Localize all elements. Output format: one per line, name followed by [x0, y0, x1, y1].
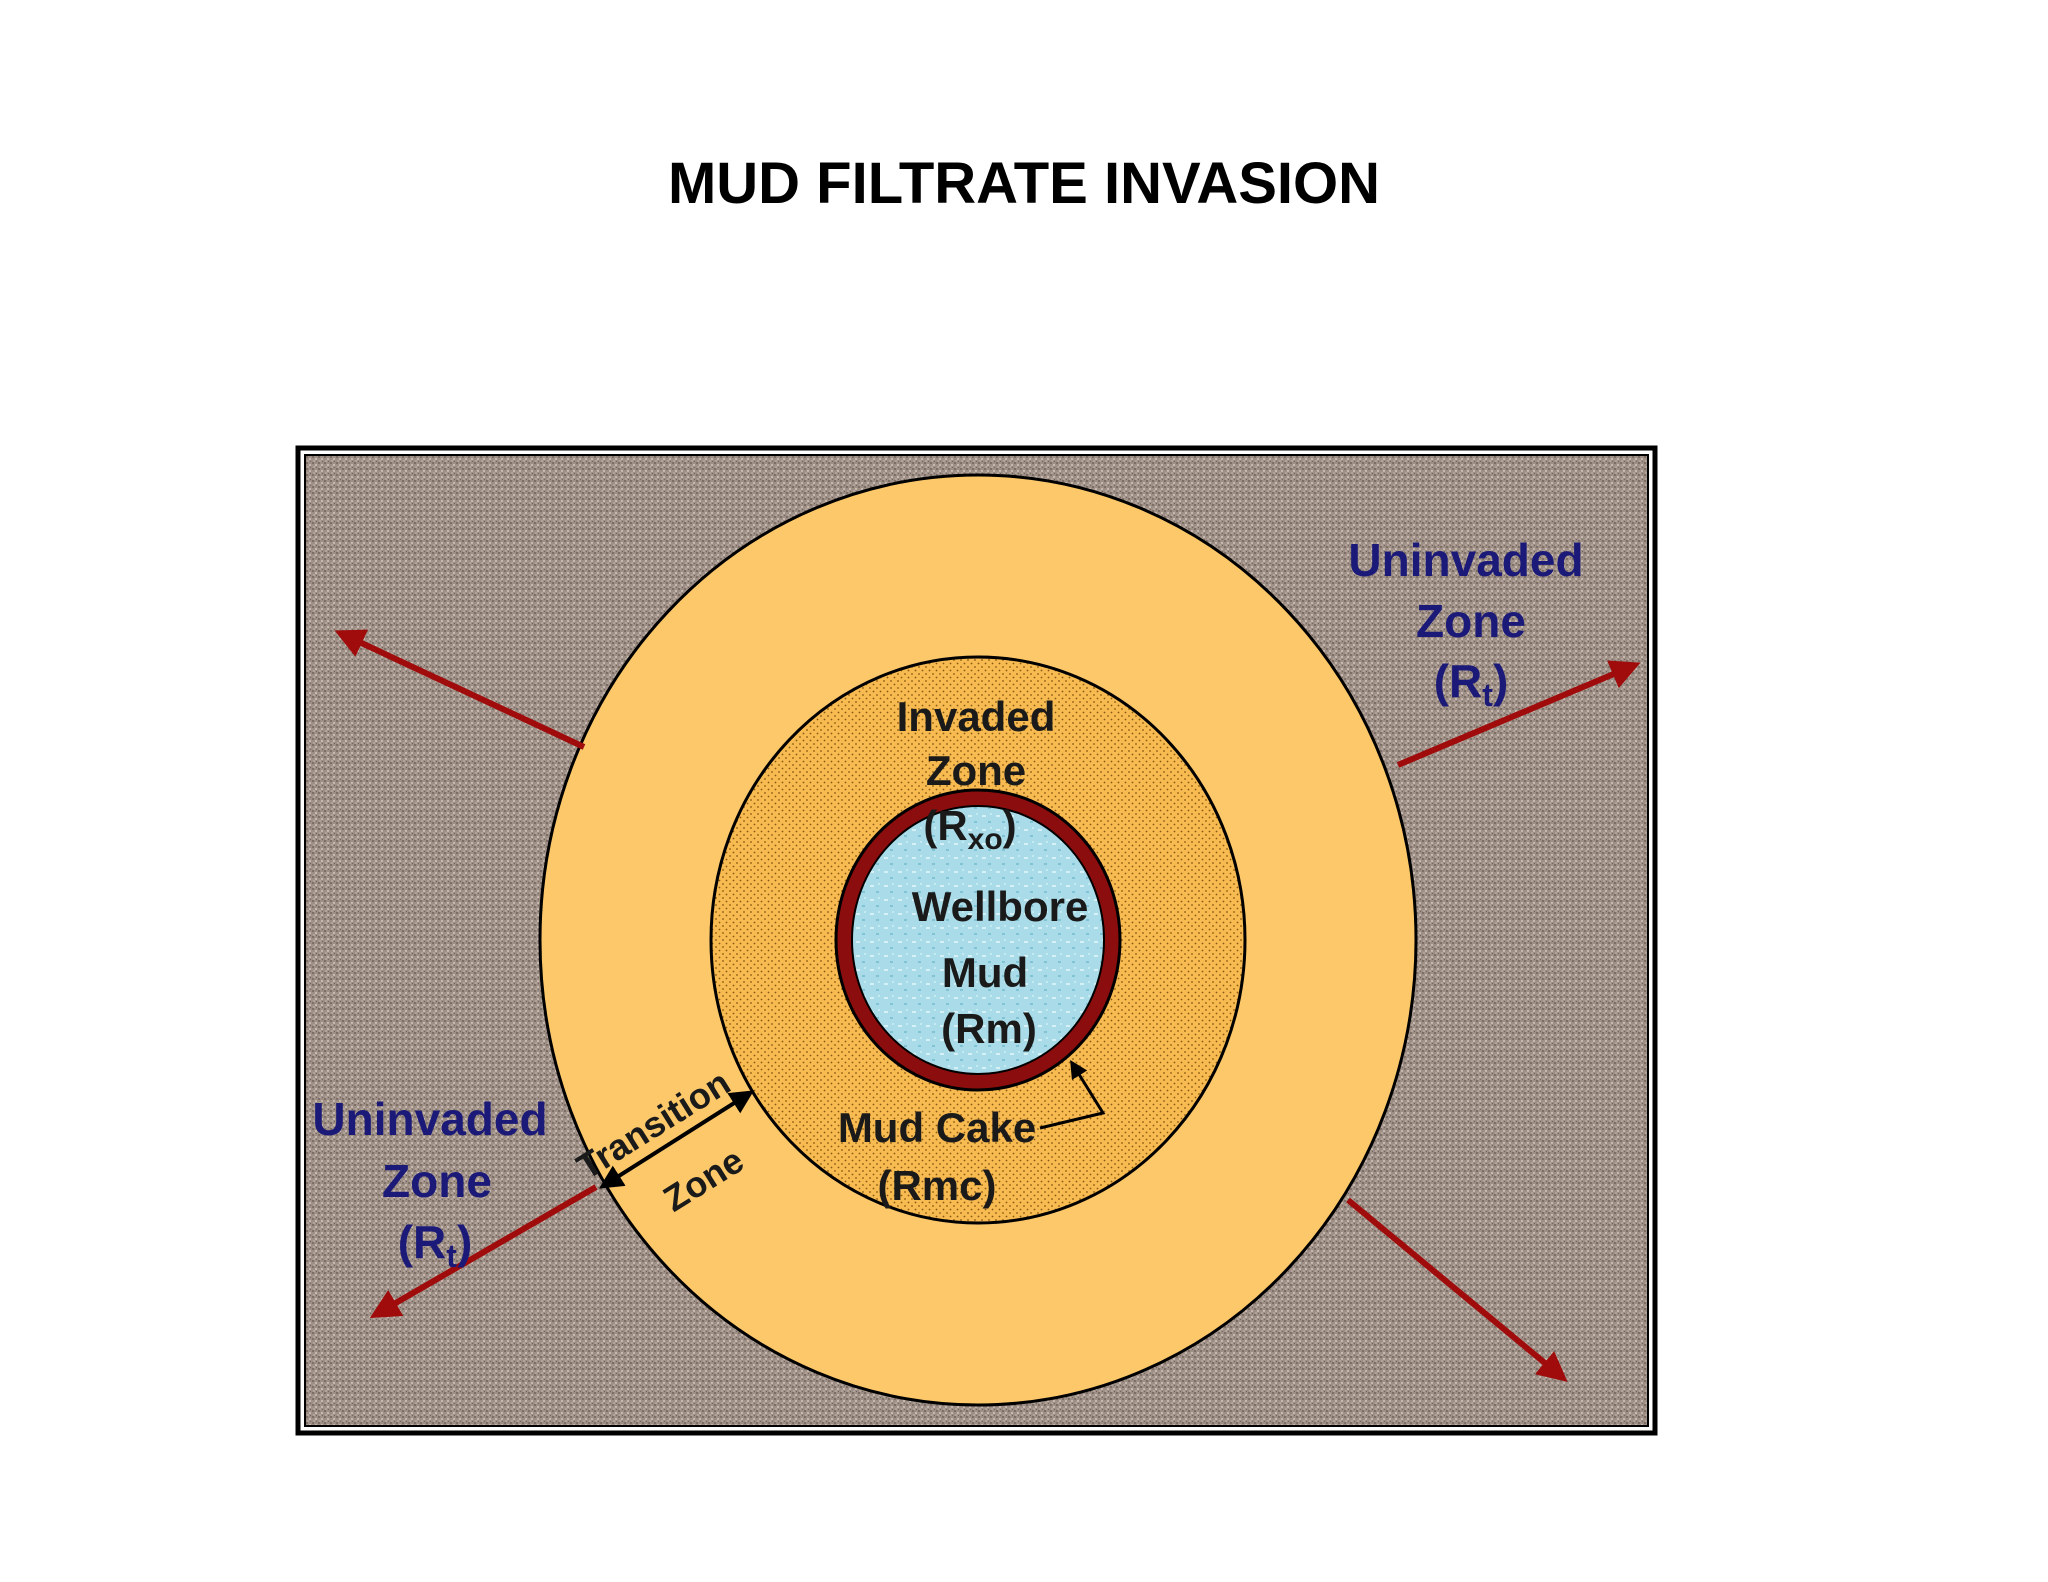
- uninvaded-right-close: ): [1493, 655, 1508, 707]
- arrow-lower-right: [1346, 1197, 1568, 1382]
- arrow-lower-left: [369, 1184, 598, 1319]
- page-title: MUD FILTRATE INVASION: [667, 151, 1381, 216]
- svg-text:(Rt): (Rt): [1434, 655, 1509, 713]
- wellbore-mud-label: Wellbore Mud (Rm): [912, 883, 1089, 1052]
- uninvaded-left-close: ): [457, 1216, 472, 1268]
- invaded-zone-label: Invaded Zone (Rxo): [897, 693, 1056, 856]
- arrow-upper-left: [334, 629, 586, 750]
- uninvaded-right-line2: Zone: [1416, 595, 1526, 647]
- mud-cake-pointer: [1039, 1059, 1106, 1130]
- wellbore-circle: [851, 805, 1105, 1075]
- uninvaded-left-line1: Uninvaded: [312, 1093, 547, 1145]
- uninvaded-zone-right-label: Uninvaded Zone (Rt): [1348, 534, 1583, 713]
- mud-cake-line2: (Rmc): [877, 1162, 996, 1209]
- uninvaded-right-symbol: (R: [1434, 655, 1483, 707]
- uninvaded-left-subscript: t: [446, 1238, 457, 1274]
- diagram-frame: [295, 445, 1658, 1436]
- svg-text:(Rt): (Rt): [398, 1216, 473, 1274]
- invaded-line1: Invaded: [897, 693, 1056, 740]
- mud-cake-label: Mud Cake (Rmc): [838, 1104, 1036, 1209]
- uninvaded-right-line1: Uninvaded: [1348, 534, 1583, 586]
- invaded-close: ): [1003, 802, 1017, 849]
- invaded-symbol: (R: [923, 802, 967, 849]
- transition-width-arrow: [598, 1090, 755, 1189]
- wellbore-line1: Wellbore: [912, 883, 1089, 930]
- wellbore-line2: Mud: [942, 949, 1028, 996]
- wellbore-line3: (Rm): [941, 1005, 1037, 1052]
- invaded-subscript: xo: [968, 823, 1003, 856]
- uninvaded-left-symbol: (R: [398, 1216, 447, 1268]
- invaded-line2: Zone: [926, 747, 1026, 794]
- uninvaded-left-line2: Zone: [382, 1155, 492, 1207]
- mud-cake-line1: Mud Cake: [838, 1104, 1036, 1151]
- uninvaded-right-subscript: t: [1482, 677, 1493, 713]
- uninvaded-zone-left-label: Uninvaded Zone (Rt): [312, 1093, 547, 1274]
- arrow-upper-right: [1396, 660, 1641, 768]
- svg-text:(Rxo): (Rxo): [923, 802, 1016, 856]
